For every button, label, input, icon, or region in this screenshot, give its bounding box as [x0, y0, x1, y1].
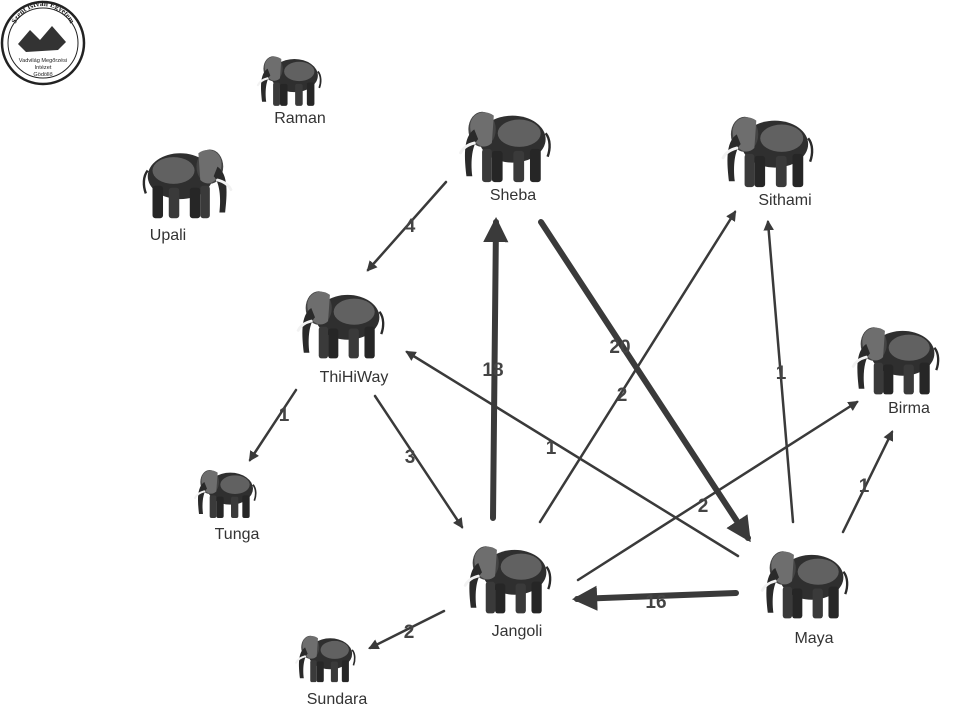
edges-layer — [248, 180, 894, 650]
edge-labels-layer: 4 18 20 2 1 1 3 1 2 1 16 2 — [279, 216, 870, 643]
elephant-name-label: ThiHiWay — [320, 369, 389, 386]
elephant-node-sundara: Sundara — [296, 636, 367, 707]
elephant-node-jangoli: Jangoli — [465, 546, 550, 640]
elephant-name-label: Sheba — [490, 187, 536, 204]
elephant-name-label: Sithami — [758, 192, 811, 209]
edge-weight-jangoli-sheba: 18 — [482, 360, 503, 381]
elephant-node-birma: Birma — [853, 327, 938, 417]
seal-line2: Intézet — [35, 65, 52, 71]
edge-jangoli-sheba — [483, 216, 509, 521]
edge-weight-maya-thihiway: 1 — [546, 438, 557, 459]
elephant-name-label: Sundara — [307, 691, 368, 707]
seal-line3: Gödöllő — [33, 72, 52, 78]
edge-weight-jangoli-birma: 2 — [698, 496, 709, 517]
elephant-node-sheba: Sheba — [461, 112, 550, 204]
elephant-node-upali: Upali — [142, 147, 233, 244]
elephant-icon — [853, 327, 938, 394]
elephant-name-label: Raman — [274, 110, 326, 127]
edge-maya-sithami — [763, 219, 795, 524]
elephant-node-tunga: Tunga — [195, 470, 259, 543]
elephant-icon — [461, 112, 550, 182]
elephant-icon — [258, 56, 321, 106]
elephant-icon — [296, 636, 355, 682]
elephant-node-maya: Maya — [762, 551, 847, 647]
elephant-node-sithami: Sithami — [723, 117, 812, 209]
edge-sheba-thihiway — [366, 180, 448, 272]
edge-weight-maya-jangoli: 16 — [645, 592, 666, 613]
edge-weight-thihiway-tunga: 1 — [279, 405, 290, 426]
elephant-icon — [298, 291, 383, 358]
university-seal-logo: Szent István Egyetem Vadvilág Megőrzési … — [0, 0, 86, 86]
edge-weight-sheba-maya: 20 — [609, 337, 630, 358]
elephant-name-label: Upali — [150, 227, 186, 244]
edge-weight-thihiway-jangoli: 3 — [405, 447, 416, 468]
elephant-icon — [762, 551, 847, 618]
edge-maya-thihiway — [405, 350, 740, 558]
elephant-name-label: Tunga — [215, 526, 260, 543]
elephant-icon — [465, 546, 550, 613]
seal-line1: Vadvilág Megőrzési — [19, 58, 67, 64]
edge-thihiway-tunga — [248, 388, 298, 462]
elephant-icon — [142, 147, 233, 220]
edge-weight-maya-birma: 1 — [859, 476, 870, 497]
edge-jangoli-sithami — [538, 210, 737, 524]
edge-jangoli-birma — [576, 400, 859, 582]
edge-maya-jangoli — [571, 585, 739, 611]
edge-weight-jangoli-sithami: 2 — [617, 385, 628, 406]
edge-sheba-maya — [538, 219, 751, 543]
elephant-icon — [723, 117, 812, 187]
elephant-name-label: Maya — [794, 630, 833, 647]
elephant-node-thihiway: ThiHiWay — [298, 291, 388, 386]
edge-maya-birma — [841, 430, 894, 534]
edge-weight-maya-sithami: 1 — [776, 363, 787, 384]
edge-weight-sheba-thihiway: 4 — [405, 216, 416, 237]
elephant-node-raman: Raman — [258, 56, 326, 127]
elephant-name-label: Jangoli — [492, 623, 543, 640]
edge-weight-jangoli-sundara: 2 — [404, 622, 415, 643]
elephant-name-label: Birma — [888, 400, 930, 417]
edge-jangoli-sundara — [368, 609, 446, 650]
edge-thihiway-jangoli — [373, 394, 464, 529]
elephant-icon — [195, 470, 256, 518]
